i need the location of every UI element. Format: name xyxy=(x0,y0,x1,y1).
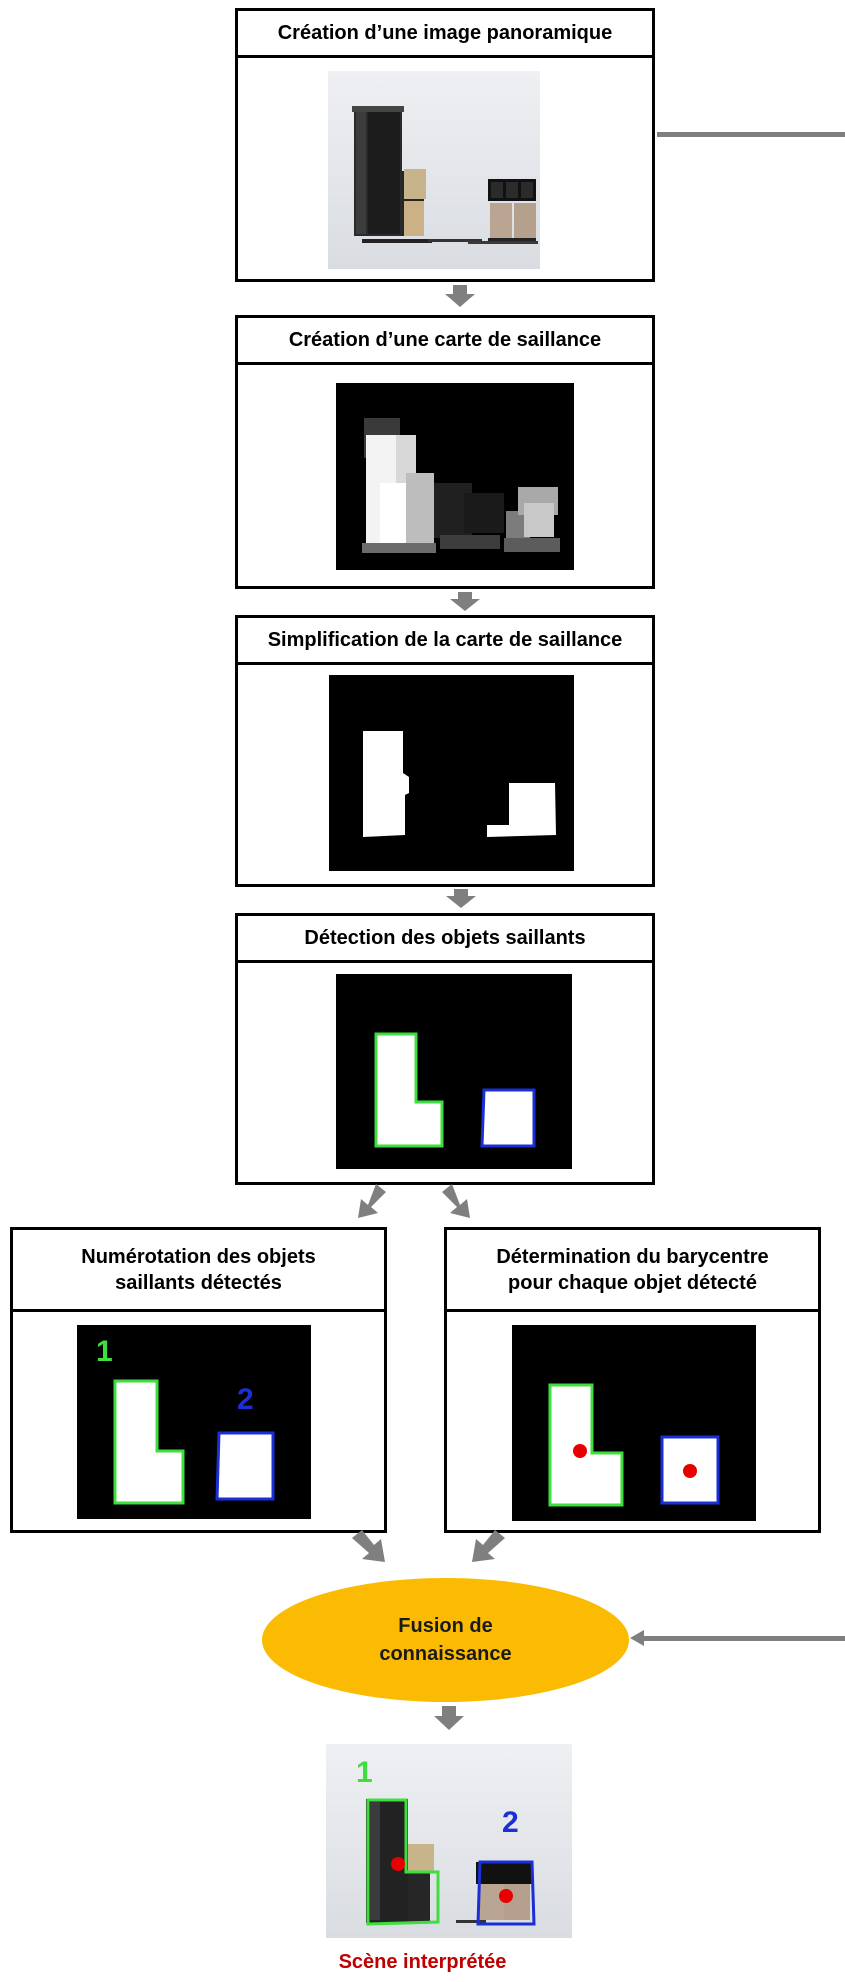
step-panorama-box: Création d’une image panoramique xyxy=(235,8,655,282)
side-line-bottom xyxy=(640,1636,845,1641)
step-numbering-title: Numérotation des objets saillants détect… xyxy=(13,1230,384,1312)
side-line-top xyxy=(657,132,845,137)
step-numbering-box: Numérotation des objets saillants détect… xyxy=(10,1227,387,1533)
result-label-1: 1 xyxy=(356,1756,373,1789)
step-saliency-map-title: Création d’une carte de saillance xyxy=(238,318,652,365)
barycenter-dot-2 xyxy=(683,1464,697,1478)
arrow-into-fusion-right xyxy=(472,1530,505,1562)
object-label-2: 2 xyxy=(237,1383,254,1416)
arrow-into-fusion-side xyxy=(630,1630,644,1646)
step-barycenter-title: Détermination du barycentre pour chaque … xyxy=(447,1230,818,1312)
arrow-down-4 xyxy=(434,1706,464,1730)
arrow-down-3 xyxy=(446,889,476,908)
fusion-node: Fusion de connaissance xyxy=(262,1578,629,1702)
step-saliency-map-box: Création d’une carte de saillance xyxy=(235,315,655,589)
object-label-1: 1 xyxy=(96,1335,113,1368)
step-detection-title: Détection des objets saillants xyxy=(238,916,652,963)
arrow-down-1 xyxy=(445,285,475,307)
step-barycenter-box: Détermination du barycentre pour chaque … xyxy=(444,1227,821,1533)
result-caption: Scène interprétée xyxy=(338,1951,507,1973)
simplified-map-image xyxy=(329,675,574,871)
step-panorama-title: Création d’une image panoramique xyxy=(238,11,652,58)
result-image: 1 2 xyxy=(326,1744,572,1938)
detection-image xyxy=(336,974,572,1169)
barycenter-dot-1 xyxy=(573,1444,587,1458)
panorama-image xyxy=(328,71,540,269)
result-label-2: 2 xyxy=(502,1806,519,1839)
arrow-diag-right xyxy=(442,1184,470,1218)
arrow-down-2 xyxy=(450,592,480,611)
arrow-into-fusion-left xyxy=(352,1530,385,1562)
step-simplification-box: Simplification de la carte de saillance xyxy=(235,615,655,887)
saliency-map-image xyxy=(336,383,574,570)
arrow-diag-left xyxy=(358,1184,386,1218)
fusion-label: Fusion de connaissance xyxy=(379,1615,512,1665)
step-simplification-title: Simplification de la carte de saillance xyxy=(238,618,652,665)
barycenter-image xyxy=(512,1325,756,1521)
step-detection-box: Détection des objets saillants xyxy=(235,913,655,1185)
numbered-objects-image: 1 2 xyxy=(77,1325,311,1519)
